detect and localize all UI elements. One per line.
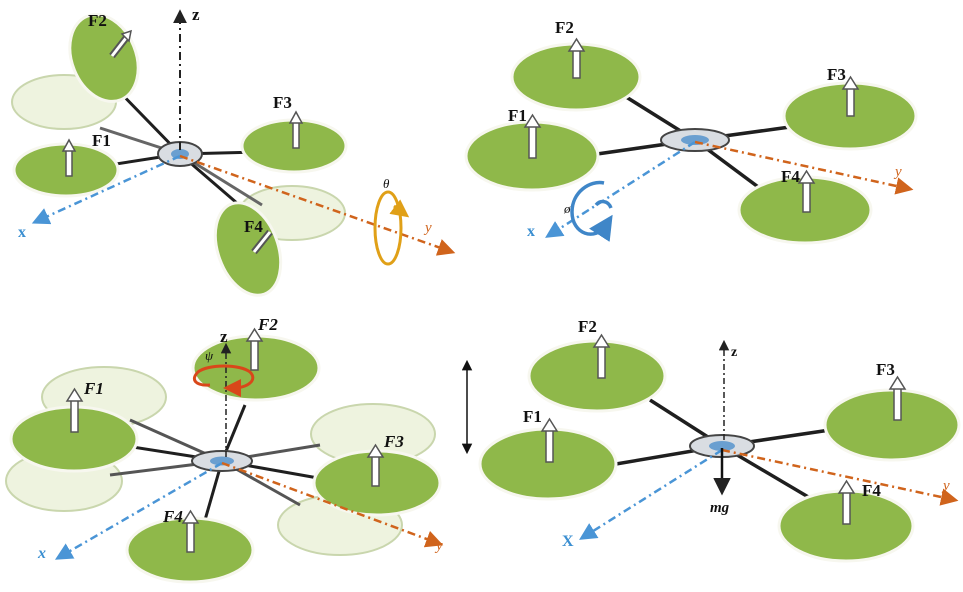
force-label-f4: F4 <box>862 481 881 500</box>
rotor-f2 <box>527 339 667 413</box>
pitch-angle-label: θ <box>383 176 390 191</box>
force-label-f3: F3 <box>383 432 404 451</box>
force-label-f3: F3 <box>273 93 292 112</box>
x-axis-label: x <box>527 223 535 240</box>
y-axis-label: y <box>434 538 443 554</box>
force-label-f2: F2 <box>88 11 107 30</box>
force-label-f4: F4 <box>244 217 263 236</box>
z-axis-label: z <box>192 5 200 24</box>
force-label-f1: F1 <box>523 407 542 426</box>
thrust-arrow-f4 <box>181 509 200 553</box>
thrust-arrow-f3 <box>841 75 860 117</box>
force-label-f4: F4 <box>162 507 183 526</box>
y-axis-label: y <box>423 220 432 236</box>
thrust-arrow-f1 <box>523 113 542 159</box>
y-axis <box>179 154 456 256</box>
thrust-arrow-f1 <box>61 138 77 177</box>
roll-angle-label: ø <box>563 201 571 216</box>
thrust-arrow-f3 <box>288 110 304 149</box>
thrust-arrow-f3 <box>888 375 907 421</box>
thrust-arrow-f1 <box>540 417 559 463</box>
x-axis-label: X <box>562 533 574 550</box>
x-axis <box>54 461 223 560</box>
y-axis-label: y <box>941 478 950 494</box>
yaw-angle-label: ψ <box>205 348 214 363</box>
x-axis-label: x <box>18 224 26 241</box>
y-axis <box>721 448 959 506</box>
y-axis <box>694 140 914 195</box>
hub-core <box>709 441 735 451</box>
thrust-arrow-f1 <box>65 387 84 433</box>
rotor-f2 <box>68 13 140 103</box>
thrust-arrow-f2 <box>592 333 611 379</box>
y-axis-label: y <box>893 164 902 180</box>
z-axis-label: z <box>731 345 737 360</box>
hub-core <box>210 456 234 466</box>
force-label-f1: F1 <box>92 131 111 150</box>
force-label-f2: F2 <box>555 18 574 37</box>
rotor-f4 <box>213 201 283 297</box>
thrust-arrow-f2 <box>109 29 132 59</box>
thrust-arrow-f4 <box>837 479 856 525</box>
rotor-f3 <box>823 388 961 462</box>
panel-throttle: F2 F1 F3 F4 z X y mg <box>478 317 961 563</box>
panel-roll: F2 F1 F3 F4 x y ø <box>464 18 918 245</box>
weight-label: mg <box>710 500 730 516</box>
thrust-arrow-f4 <box>797 169 816 213</box>
force-label-f1: F1 <box>83 379 104 398</box>
force-label-f1: F1 <box>508 106 527 125</box>
hub-core <box>681 135 709 145</box>
force-label-f3: F3 <box>827 65 846 84</box>
thrust-arrow-f2 <box>245 327 264 371</box>
force-label-f2: F2 <box>257 315 278 334</box>
x-axis <box>31 154 181 225</box>
thrust-arrow-f2 <box>567 37 586 79</box>
yaw-rotation-loop <box>193 364 255 397</box>
x-axis-label: x <box>37 545 46 562</box>
pitch-rotation-loop <box>373 190 410 266</box>
thrust-arrow-f3 <box>366 443 385 487</box>
roll-rotation-loop <box>570 180 613 242</box>
force-label-f4: F4 <box>781 167 800 186</box>
thrust-arrow-f4 <box>251 229 273 255</box>
force-label-f3: F3 <box>876 360 895 379</box>
panel-pitch: F2 F1 F3 F4 z x y θ <box>11 5 456 297</box>
force-label-f2: F2 <box>578 317 597 336</box>
y-axis <box>221 461 444 548</box>
z-axis-label: z <box>220 327 228 346</box>
panel-yaw: F2 F1 F3 F4 z x y ψ <box>5 315 444 584</box>
